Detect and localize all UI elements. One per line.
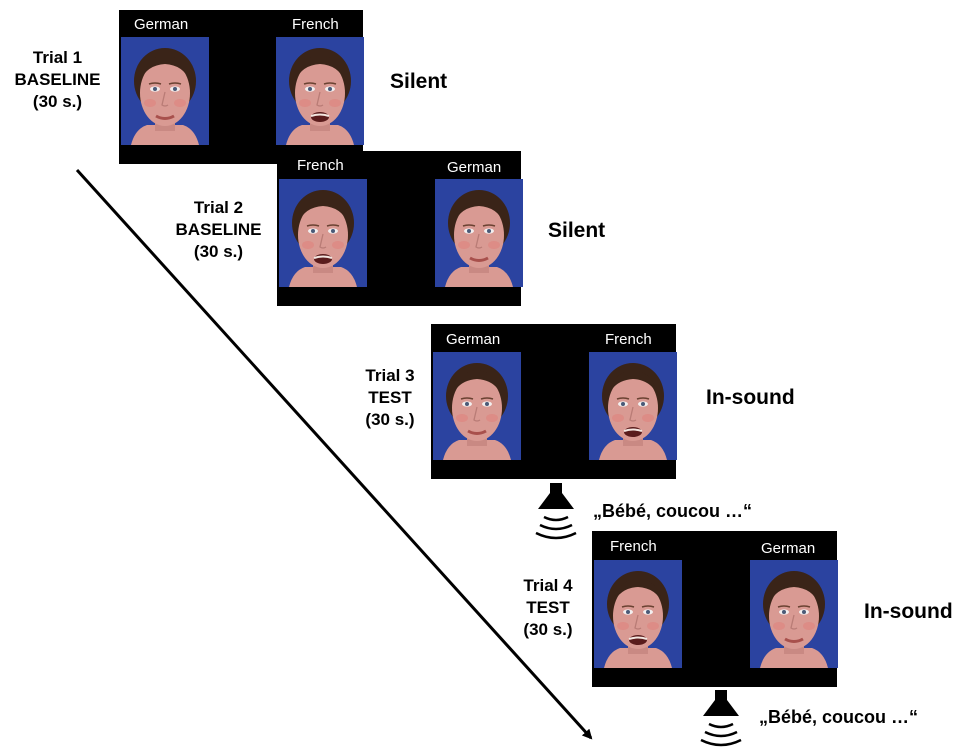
trial-duration: (30 s.) bbox=[523, 620, 573, 639]
speech-quote: „Bébé, coucou …“ bbox=[759, 707, 919, 727]
condition-label: In-sound bbox=[864, 600, 953, 623]
trial-duration: (30 s.) bbox=[193, 242, 244, 261]
left-language-label: German bbox=[134, 16, 189, 33]
trial-3-label: Trial 3 TEST (30 s.) bbox=[355, 365, 425, 431]
trial-4-screen: French German bbox=[592, 531, 838, 687]
trial-title: Trial 3 bbox=[365, 366, 415, 385]
trial-1-screen: German French bbox=[119, 10, 364, 164]
left-language-label: French bbox=[610, 538, 657, 555]
condition-label: Silent bbox=[548, 219, 606, 242]
right-language-label: German bbox=[761, 540, 816, 557]
trial-2-label: Trial 2 BASELINE (30 s.) bbox=[166, 197, 271, 263]
trial-type: TEST bbox=[368, 388, 412, 407]
condition-label: In-sound bbox=[706, 386, 795, 409]
trial-duration: (30 s.) bbox=[365, 410, 415, 429]
face-video-right bbox=[276, 37, 364, 145]
face-video-right bbox=[435, 179, 523, 287]
face-video-left bbox=[121, 37, 209, 145]
trial-title: Trial 4 bbox=[523, 576, 573, 595]
face-video-right bbox=[589, 352, 677, 460]
left-language-label: French bbox=[297, 157, 344, 174]
trial-type: BASELINE bbox=[14, 70, 101, 89]
trial-3-screen: German French bbox=[431, 324, 677, 479]
face-video-left bbox=[279, 179, 367, 287]
trial-2-screen: French German bbox=[277, 151, 523, 306]
speech-quote: „Bébé, coucou …“ bbox=[593, 501, 753, 521]
trial-type: TEST bbox=[526, 598, 570, 617]
face-video-left bbox=[433, 352, 521, 460]
condition-label: Silent bbox=[390, 70, 448, 93]
loudspeaker-icon bbox=[697, 690, 745, 755]
trial-1-label: Trial 1 BASELINE (30 s.) bbox=[5, 47, 110, 113]
trial-title: Trial 2 bbox=[193, 198, 244, 217]
trial-title: Trial 1 bbox=[32, 48, 83, 67]
trial-type: BASELINE bbox=[175, 220, 262, 239]
trial-4-label: Trial 4 TEST (30 s.) bbox=[513, 575, 583, 641]
right-language-label: French bbox=[605, 331, 652, 348]
right-language-label: German bbox=[447, 159, 502, 176]
right-language-label: French bbox=[292, 16, 339, 33]
face-video-right bbox=[750, 560, 838, 668]
face-video-left bbox=[594, 560, 682, 668]
loudspeaker-icon bbox=[532, 483, 580, 548]
trial-duration: (30 s.) bbox=[32, 92, 83, 111]
left-language-label: German bbox=[446, 331, 501, 348]
